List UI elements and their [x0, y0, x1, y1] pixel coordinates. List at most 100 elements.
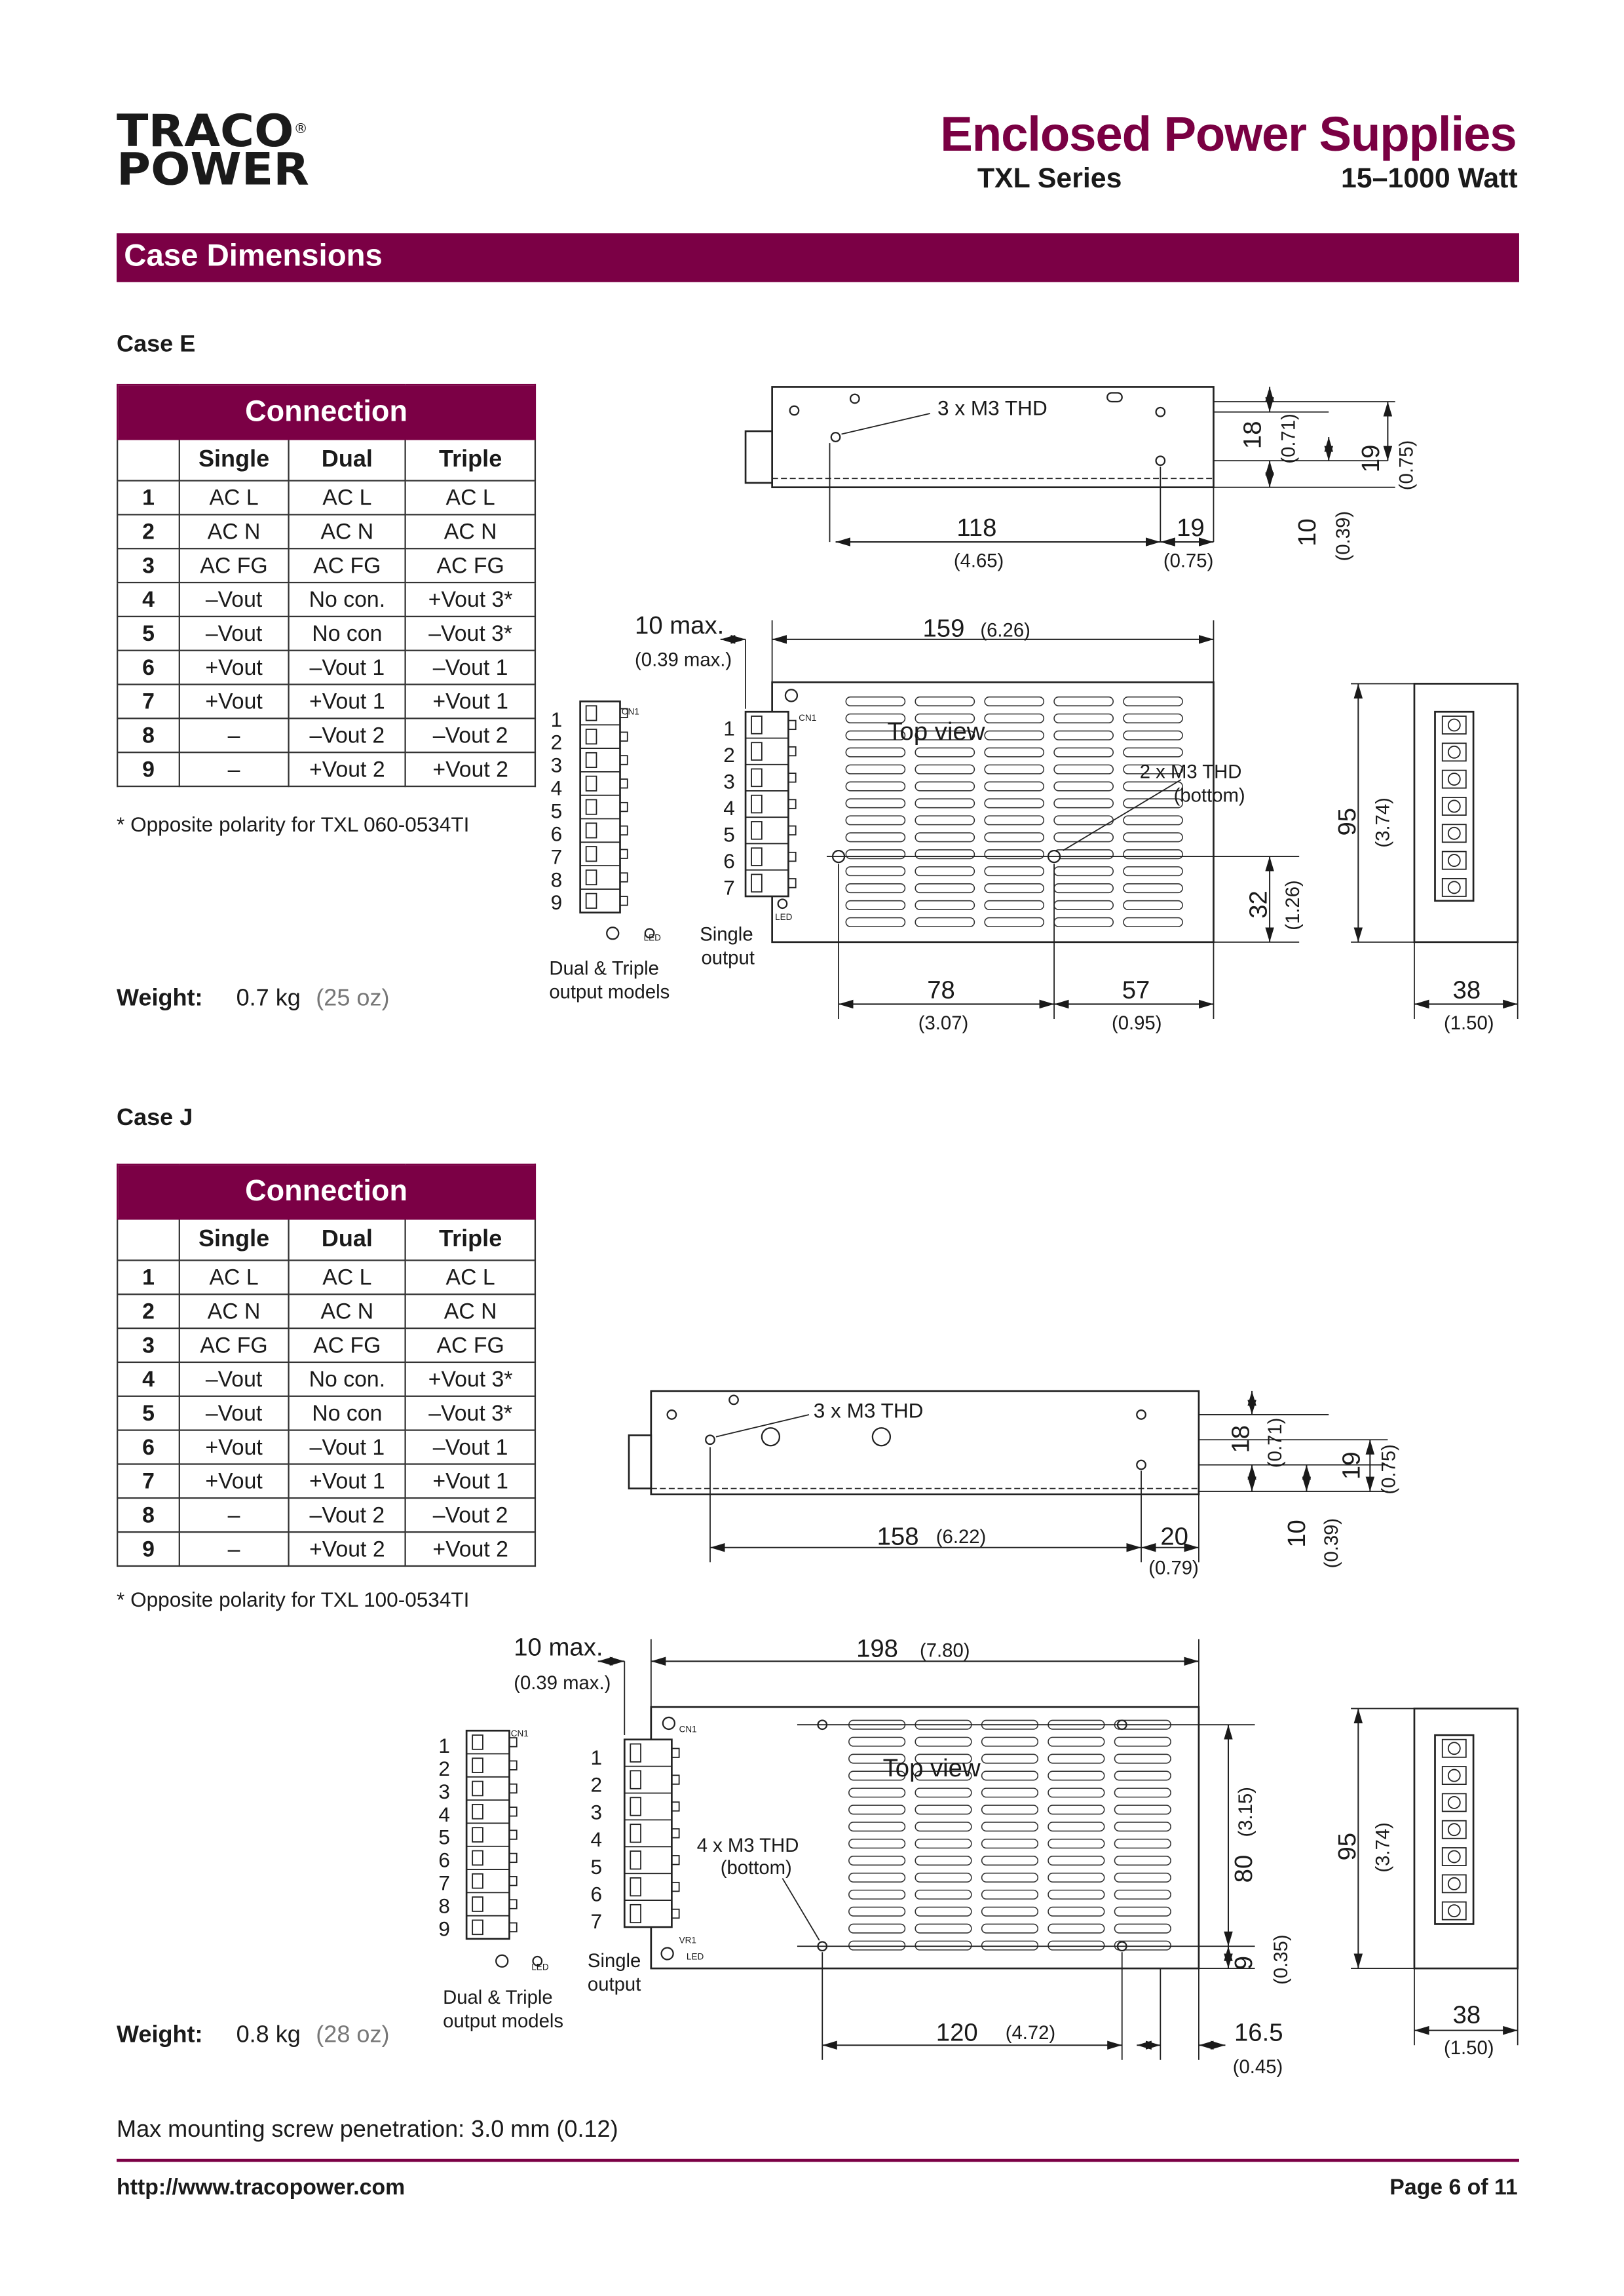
terminal-screw — [1447, 799, 1461, 813]
pin-single: – — [178, 718, 290, 754]
vent-slot — [848, 1770, 906, 1781]
terminal-screw — [585, 752, 597, 769]
vent-slot — [981, 1940, 1039, 1951]
pin-dual: –Vout 2 — [288, 1497, 407, 1533]
dim-120-in: (4.72) — [1006, 2022, 1056, 2044]
case-j-footnote: * Opposite polarity for TXL 100-0534TI — [117, 1587, 470, 1611]
vent-slot — [984, 730, 1045, 740]
terminal-pin — [619, 896, 628, 906]
pin-number: 3 — [117, 1327, 180, 1364]
mounting-hole — [1136, 1459, 1146, 1470]
pin-dual: +Vout 1 — [288, 683, 407, 719]
terminal-screw — [630, 1770, 641, 1789]
vent-slot — [1114, 1906, 1171, 1917]
pin-triple: +Vout 1 — [405, 1463, 537, 1499]
pin-single: –Vout — [178, 1395, 290, 1431]
case-j-top-view — [650, 1706, 1200, 1970]
dim-159-in: (6.26) — [980, 619, 1030, 641]
pin-single: +Vout — [178, 649, 290, 685]
vent-slot — [981, 1923, 1039, 1934]
pin-number: 5 — [117, 1395, 180, 1431]
terminal — [1441, 1874, 1467, 1894]
series-name: TXL Series — [977, 164, 1122, 195]
pin-single: AC N — [178, 1293, 290, 1330]
vent-slot — [845, 815, 906, 826]
dim-120: 120 — [936, 2018, 978, 2046]
terminal-pin — [508, 1807, 518, 1817]
terminal-screw — [1447, 773, 1461, 786]
led-label-dual: LED — [644, 933, 662, 943]
pin-number-label: 7 — [590, 1909, 602, 1933]
terminal — [1441, 1738, 1467, 1758]
pin-dual: AC L — [288, 480, 407, 516]
vent-slot — [981, 1906, 1039, 1917]
table-row: 9–+Vout 2+Vout 2 — [117, 1531, 537, 1567]
terminal-pin — [671, 1748, 680, 1758]
dual-triple-label-2: output models — [443, 2010, 563, 2032]
vent-slot — [1123, 900, 1183, 911]
led-icon — [495, 1954, 509, 1968]
pin-dual: –Vout 1 — [288, 1429, 407, 1465]
vent-slot — [915, 1770, 972, 1781]
vent-slot — [915, 1805, 972, 1815]
terminal-screw — [630, 1877, 641, 1897]
pin-dual: AC N — [288, 514, 407, 550]
pin-number-label: 6 — [590, 1883, 602, 1906]
case-j-top-hole — [662, 1716, 676, 1731]
vent-slot — [1114, 1788, 1171, 1798]
bottom-holes-label-2: (bottom) — [721, 1857, 792, 1879]
case-e-footnote: * Opposite polarity for TXL 060-0534TI — [117, 812, 470, 836]
terminal-screw — [751, 742, 763, 761]
pin-single: AC FG — [178, 1327, 290, 1364]
terminal-pin — [508, 1922, 518, 1932]
vent-slot — [915, 713, 975, 723]
website-link[interactable]: http://www.tracopower.com — [117, 2175, 406, 2200]
dim-38: 38 — [1453, 976, 1481, 1004]
vent-slot — [915, 849, 975, 860]
pin-number-label: 3 — [590, 1800, 602, 1824]
terminal-pin — [619, 755, 628, 765]
vent-slot — [848, 1889, 906, 1900]
terminal-pin — [508, 1829, 518, 1840]
single-output-label-2: output — [588, 1974, 641, 1995]
vent-slot — [845, 747, 906, 757]
vent-slot — [981, 1855, 1039, 1866]
vent-slot — [1053, 764, 1114, 775]
dim-32: 32 — [1245, 890, 1273, 919]
terminal — [1441, 851, 1467, 870]
pin-single: +Vout — [178, 683, 290, 719]
vent-slot — [1048, 1822, 1105, 1832]
vent-slot — [984, 883, 1045, 894]
pin-triple: –Vout 1 — [405, 1429, 537, 1465]
terminal-pin — [671, 1855, 680, 1866]
pin-number: 9 — [117, 752, 180, 788]
screw-penetration-note: Max mounting screw penetration: 3.0 mm (… — [117, 2117, 618, 2143]
vent-slot — [1123, 781, 1183, 792]
vent-slot — [984, 781, 1045, 792]
vent-slot — [1114, 1889, 1171, 1900]
pin-number: 6 — [117, 649, 180, 685]
dim-78: 78 — [927, 976, 955, 1004]
vent-slot — [981, 1805, 1039, 1815]
terminal — [1441, 1793, 1467, 1812]
dim-18-in: (0.71) — [1264, 1418, 1286, 1468]
terminal-screw — [1447, 1904, 1461, 1918]
vent-slot — [845, 798, 906, 809]
column-header: Triple — [405, 438, 537, 482]
max-label-in: (0.39 max.) — [514, 1672, 611, 1694]
case-j-drawing-labels: 3 x M3 THD 158 (6.22) 20 (0.79) 18 (0.71… — [438, 1398, 1494, 2078]
led-icon — [644, 928, 655, 939]
vent-slot — [981, 1872, 1039, 1883]
terminal-screw — [630, 1824, 641, 1843]
terminal-screw — [585, 869, 597, 886]
vent-slot — [1048, 1839, 1105, 1849]
section-header-bar: Case Dimensions — [117, 233, 1519, 282]
terminal-screw — [1447, 1823, 1461, 1837]
mounting-hole — [849, 393, 860, 404]
terminal-screw — [585, 729, 597, 745]
case-e-side-tab — [744, 430, 773, 484]
